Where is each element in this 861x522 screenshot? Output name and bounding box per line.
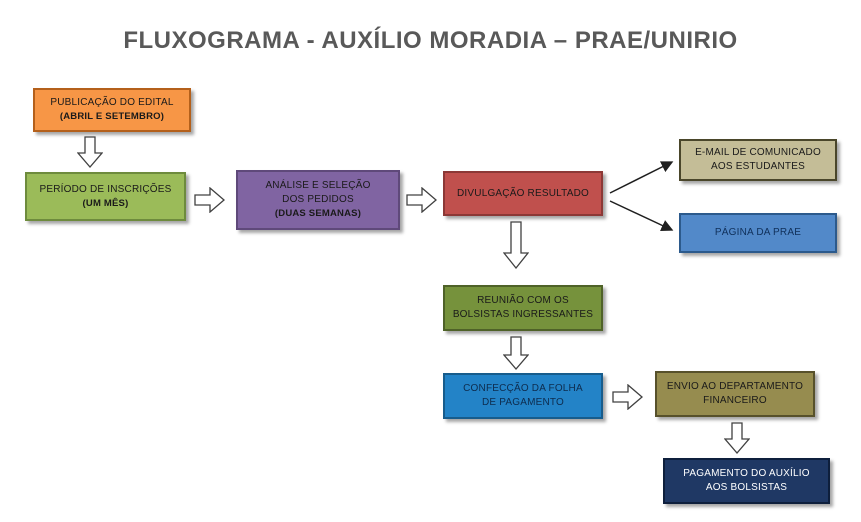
down-arrow-icon xyxy=(503,336,529,370)
node-label: ENVIO AO DEPARTAMENTO xyxy=(666,381,804,392)
page-title: FLUXOGRAMA - AUXÍLIO MORADIA – PRAE/UNIR… xyxy=(123,27,738,54)
node-pagamento-auxilio: PAGAMENTO DO AUXÍLIO AOS BOLSISTAS xyxy=(663,458,830,504)
node-divulgacao-resultado: DIVULGAÇÃO RESULTADO xyxy=(443,171,603,216)
node-label-2: AOS ESTUDANTES xyxy=(711,161,805,172)
right-arrow-icon xyxy=(406,187,437,213)
node-periodo-inscricoes: PERÍODO DE INSCRIÇÕES (UM MÊS) xyxy=(25,172,186,221)
node-confeccao-folha: CONFECÇÃO DA FOLHA DE PAGAMENTO xyxy=(443,373,603,419)
node-label: PUBLICAÇÃO DO EDITAL xyxy=(50,97,174,109)
node-sublabel: (DUAS SEMANAS) xyxy=(274,208,362,220)
node-label-2: DE PAGAMENTO xyxy=(481,397,565,408)
node-label: PÁGINA DA PRAE xyxy=(714,227,802,238)
node-email-comunicado: E-MAIL DE COMUNICADO AOS ESTUDANTES xyxy=(679,139,837,181)
node-label: PAGAMENTO DO AUXÍLIO xyxy=(683,468,810,479)
node-pagina-prae: PÁGINA DA PRAE xyxy=(679,213,837,253)
right-arrow-icon xyxy=(194,187,225,213)
node-label: DIVULGAÇÃO RESULTADO xyxy=(457,187,589,199)
node-publicacao-edital: PUBLICAÇÃO DO EDITAL (ABRIL E SETEMBRO) xyxy=(33,88,191,132)
down-arrow-icon xyxy=(724,422,750,454)
node-label-2: DOS PEDIDOS xyxy=(282,194,354,206)
down-arrow-icon xyxy=(77,136,103,168)
down-arrow-icon xyxy=(503,221,529,269)
right-arrow-icon xyxy=(612,384,643,410)
node-label: CONFECÇÃO DA FOLHA xyxy=(463,383,583,394)
node-sublabel: (ABRIL E SETEMBRO) xyxy=(59,111,165,123)
node-label-2: BOLSISTAS INGRESSANTES xyxy=(452,309,594,320)
node-reuniao-bolsistas: REUNIÃO COM OS BOLSISTAS INGRESSANTES xyxy=(443,285,603,331)
node-envio-departamento: ENVIO AO DEPARTAMENTO FINANCEIRO xyxy=(655,371,815,417)
node-analise-selecao: ANÁLISE E SELEÇÃO DOS PEDIDOS (DUAS SEMA… xyxy=(236,170,400,230)
node-label: REUNIÃO COM OS xyxy=(477,295,569,306)
node-label: PERÍODO DE INSCRIÇÕES xyxy=(39,183,172,195)
branch-arrows-icon xyxy=(609,161,674,231)
node-label-2: FINANCEIRO xyxy=(703,395,767,406)
node-label-2: AOS BOLSISTAS xyxy=(705,482,788,493)
node-label: ANÁLISE E SELEÇÃO xyxy=(265,180,371,192)
node-sublabel: (UM MÊS) xyxy=(82,197,129,209)
node-label: E-MAIL DE COMUNICADO xyxy=(695,147,821,158)
